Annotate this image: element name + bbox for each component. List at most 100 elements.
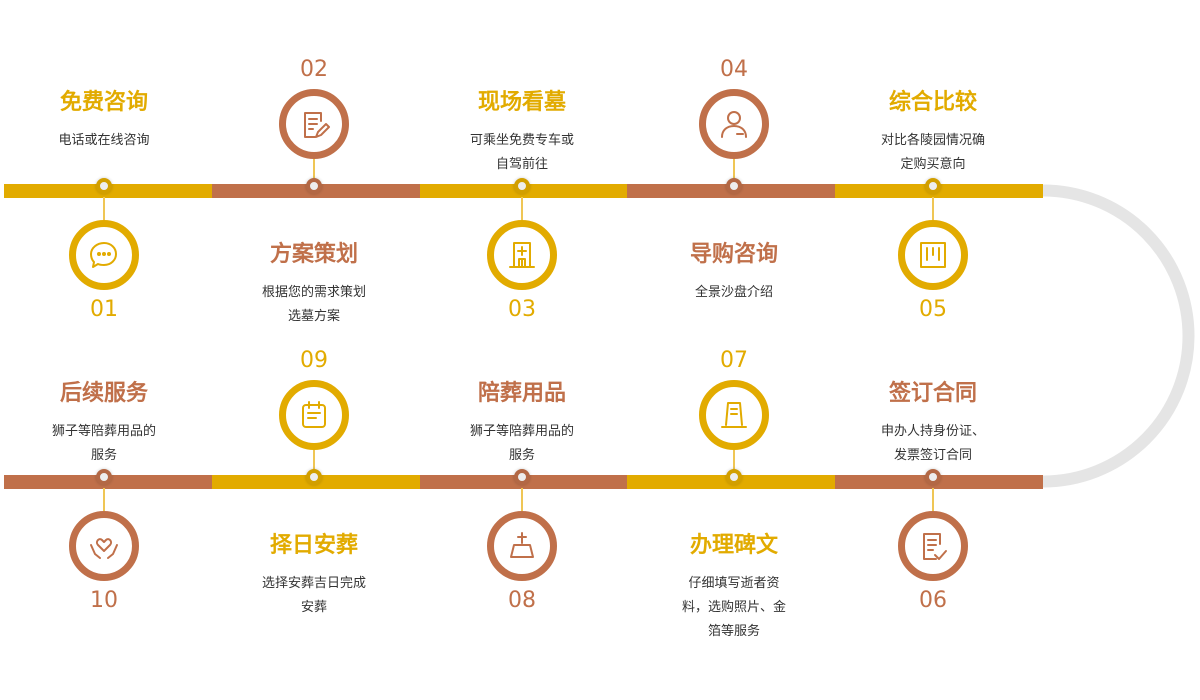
- step-10: 10 后续服务狮子等陪葬用品的服务: [0, 291, 224, 613]
- monument-icon: [721, 402, 747, 428]
- connector-line: [103, 197, 105, 220]
- step-number: 02: [300, 57, 328, 82]
- step-desc-line: 对比各陵园情况确: [880, 133, 985, 148]
- step-desc-line: 定购买意向: [900, 157, 966, 172]
- step-05: 05 综合比较对比各陵园情况确定购买意向: [813, 0, 1053, 322]
- step-desc-line: 狮子等陪葬用品的: [51, 424, 156, 439]
- contract-icon: [923, 533, 947, 560]
- step-number: 08: [508, 588, 536, 613]
- connector-line: [733, 159, 735, 183]
- timeline-node: [96, 178, 112, 194]
- step-desc-line: 全景沙盘介绍: [694, 285, 773, 300]
- step-01: 01 免费咨询电话或在线咨询: [0, 0, 224, 322]
- step-desc-line: 料，选购照片、金: [681, 600, 786, 615]
- step-desc-line: 自驾前往: [495, 157, 548, 172]
- step-number: 10: [90, 588, 118, 613]
- timeline-node: [726, 178, 742, 194]
- step-desc-line: 狮子等陪葬用品的: [469, 424, 574, 439]
- step-02: 02 方案策划根据您的需求策划选墓方案: [194, 0, 434, 324]
- step-number: 06: [919, 588, 947, 613]
- step-description: 申办人持身份证、发票签订合同: [813, 420, 1053, 468]
- step-08: 08 陪葬用品狮子等陪葬用品的服务: [402, 291, 642, 613]
- step-title: 办理碑文: [689, 533, 778, 558]
- connector-line: [313, 159, 315, 183]
- grave-icon: [510, 532, 534, 558]
- step-description: 对比各陵园情况确定购买意向: [813, 129, 1053, 177]
- step-desc-line: 服务: [508, 448, 535, 463]
- timeline-node: [306, 178, 322, 194]
- step-desc-line: 箔等服务: [707, 624, 760, 639]
- step-description: 仔细填写逝者资料，选购照片、金箔等服务: [614, 572, 854, 644]
- step-description: 狮子等陪葬用品的服务: [402, 420, 642, 468]
- step-desc-line: 选择安葬吉日完成: [261, 576, 366, 591]
- timeline-node: [726, 469, 742, 485]
- step-desc-line: 服务: [90, 448, 117, 463]
- step-icon-circle: [487, 511, 557, 581]
- step-icon-circle: [279, 380, 349, 450]
- step-description: 全景沙盘介绍: [614, 281, 854, 305]
- connector-line: [521, 197, 523, 220]
- step-icon-circle: [898, 220, 968, 290]
- timeline-node: [306, 469, 322, 485]
- step-desc-line: 安葬: [300, 600, 327, 615]
- step-title: 综合比较: [888, 90, 977, 115]
- timeline-node: [514, 178, 530, 194]
- step-icon-circle: [279, 89, 349, 159]
- step-desc-line: 选墓方案: [287, 309, 340, 324]
- step-icon-circle: [699, 89, 769, 159]
- step-description: 电话或在线咨询: [0, 129, 224, 153]
- connector-line: [313, 450, 315, 474]
- step-09: 09 择日安葬选择安葬吉日完成安葬: [194, 291, 434, 615]
- step-icon-circle: [69, 220, 139, 290]
- step-number: 03: [508, 297, 536, 322]
- step-07: 07 办理碑文仔细填写逝者资料，选购照片、金箔等服务: [614, 291, 854, 639]
- connector-line: [103, 488, 105, 511]
- step-desc-line: 发票签订合同: [893, 448, 972, 463]
- step-title: 陪葬用品: [477, 381, 566, 406]
- step-description: 狮子等陪葬用品的服务: [0, 420, 224, 468]
- user-icon: [721, 111, 747, 138]
- step-04: 04 导购咨询全景沙盘介绍: [614, 0, 854, 300]
- step-title: 方案策划: [269, 242, 358, 267]
- timeline-node: [96, 469, 112, 485]
- step-icon-circle: [487, 220, 557, 290]
- step-title: 后续服务: [59, 381, 148, 406]
- step-desc-line: 可乘坐免费专车或: [469, 133, 574, 148]
- step-icon-circle: [898, 511, 968, 581]
- calendar-icon: [302, 401, 326, 428]
- step-title: 现场看墓: [477, 90, 566, 115]
- step-description: 根据您的需求策划选墓方案: [194, 281, 434, 329]
- step-number: 07: [720, 348, 748, 373]
- step-number: 09: [300, 348, 328, 373]
- timeline-node: [514, 469, 530, 485]
- step-06: 06 签订合同申办人持身份证、发票签订合同: [813, 291, 1053, 613]
- step-desc-line: 申办人持身份证、: [880, 424, 985, 439]
- connector-line: [932, 488, 934, 511]
- step-03: 03 现场看墓可乘坐免费专车或自驾前往: [402, 0, 642, 322]
- timeline-node: [925, 178, 941, 194]
- step-icon-circle: [699, 380, 769, 450]
- step-title: 导购咨询: [689, 242, 778, 267]
- timeline-node: [925, 469, 941, 485]
- connector-line: [521, 488, 523, 511]
- connector-line: [932, 197, 934, 220]
- step-title: 签订合同: [888, 381, 977, 406]
- step-number: 05: [919, 297, 947, 322]
- chat-bubble-icon: [90, 242, 117, 268]
- step-description: 选择安葬吉日完成安葬: [194, 572, 434, 620]
- step-desc-line: 电话或在线咨询: [58, 133, 150, 148]
- step-title: 择日安葬: [269, 533, 358, 558]
- step-desc-line: 根据您的需求策划: [261, 285, 366, 300]
- step-desc-line: 仔细填写逝者资: [688, 576, 780, 591]
- step-description: 可乘坐免费专车或自驾前往: [402, 129, 642, 177]
- edit-document-icon: [304, 112, 330, 138]
- tombstone-icon: [509, 242, 535, 268]
- step-title: 免费咨询: [59, 90, 148, 115]
- step-icon-circle: [69, 511, 139, 581]
- heart-hands-icon: [90, 538, 118, 559]
- connector-line: [733, 450, 735, 474]
- step-number: 01: [90, 297, 118, 322]
- step-number: 04: [720, 57, 748, 82]
